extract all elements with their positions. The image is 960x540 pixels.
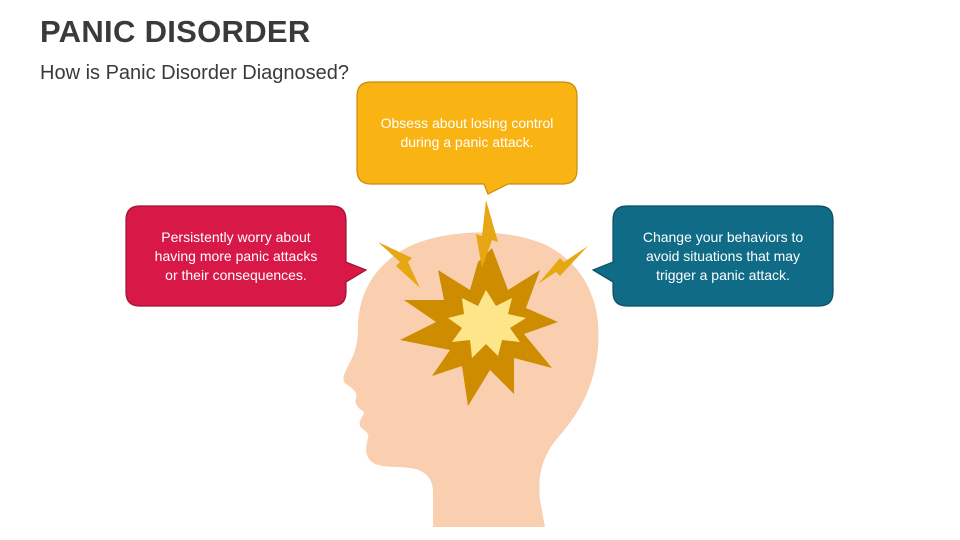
callout-text-right: Change your behaviors to avoid situation…	[613, 206, 833, 306]
callout-line: avoid situations that may	[645, 247, 801, 264]
callout-line: during a panic attack.	[400, 134, 534, 150]
callout-line: Persistently worry about	[161, 228, 311, 245]
callout-bubble-right	[591, 205, 834, 307]
callout-line: or their consequences.	[165, 266, 307, 283]
lightning-bolt-icon	[378, 242, 420, 288]
lightning-bolt-icon	[476, 200, 498, 268]
callout-bubble-top	[356, 81, 578, 195]
callout-line: having more panic attacks	[154, 247, 318, 264]
callout-text-top: Obsess about losing control during a pan…	[357, 82, 577, 184]
slide-title: PANIC DISORDER	[40, 14, 311, 49]
lightning-bolt-icon	[538, 246, 588, 284]
callout-line: Obsess about losing control	[380, 115, 554, 131]
callout-text-left: Persistently worry about having more pan…	[126, 206, 346, 306]
callout-bubble-left	[125, 205, 368, 307]
slide-subtitle: How is Panic Disorder Diagnosed?	[40, 62, 350, 84]
explosion-core-icon	[448, 290, 526, 358]
callout-line: Change your behaviors to	[642, 228, 804, 245]
callout-line: trigger a panic attack.	[656, 266, 790, 283]
